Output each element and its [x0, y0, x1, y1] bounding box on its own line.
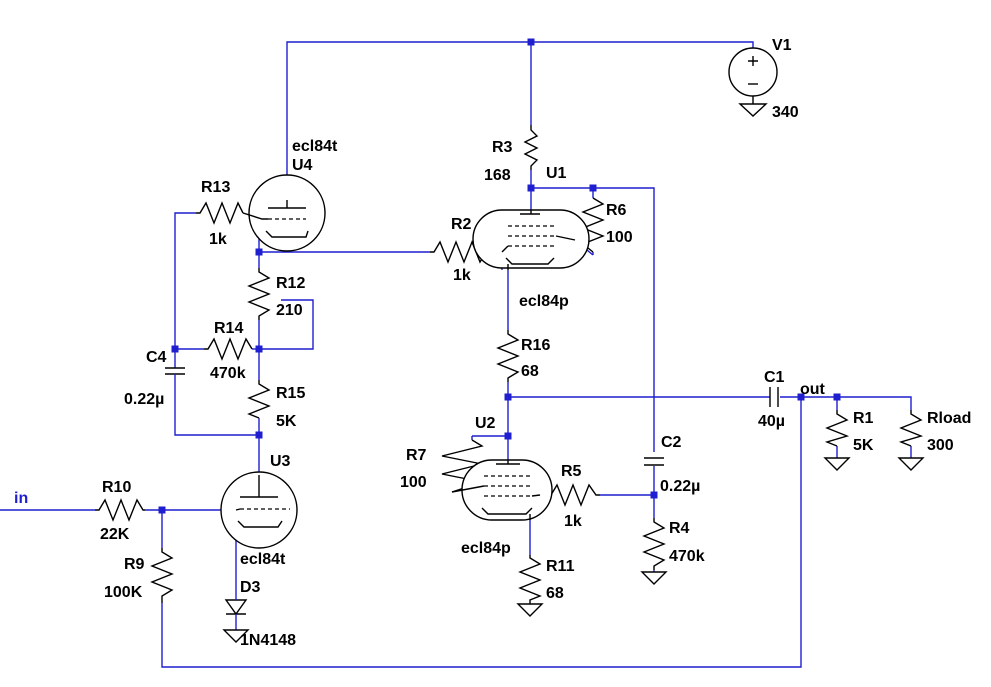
r14-ref: R14	[214, 320, 243, 337]
u3-model: ecl84t	[240, 551, 286, 568]
resistor-r4	[642, 518, 666, 570]
v1-label: V1	[772, 37, 792, 54]
r4-value: 470k	[669, 548, 705, 565]
c1-ref: C1	[764, 369, 785, 386]
c2-ref: C2	[661, 434, 682, 451]
ground-d3	[222, 629, 250, 643]
r9-ref: R9	[124, 556, 145, 573]
tube-u2	[451, 459, 553, 521]
d3-ref: D3	[240, 579, 261, 596]
d3-model: 1N4148	[240, 632, 296, 649]
resistor-r13	[196, 201, 244, 225]
resistor-r9	[150, 548, 174, 603]
component-labels: ecl84t U4 U1 ecl84p U2 ecl84p U3 ecl84t …	[100, 138, 971, 649]
r3-ref: R3	[492, 139, 513, 156]
junction-dots	[158, 38, 841, 514]
r13-value: 1k	[209, 231, 227, 248]
tube-u1	[472, 209, 590, 270]
voltage-source-v1: V1 340	[728, 37, 799, 121]
capacitor-c1	[769, 387, 779, 407]
r1-ref: R1	[853, 410, 874, 427]
r6-ref: R6	[606, 202, 627, 219]
r9-value: 100K	[104, 584, 143, 601]
r11-ref: R11	[546, 558, 575, 575]
r15-ref: R15	[276, 385, 305, 402]
resistor-r12	[247, 268, 271, 320]
r2-value: 1k	[453, 267, 471, 284]
r2-ref: R2	[451, 216, 472, 233]
rload-ref: Rload	[927, 410, 971, 427]
r6-value: 100	[606, 229, 633, 246]
c4-ref: C4	[146, 349, 167, 366]
r14-value: 470k	[210, 365, 246, 382]
r5-value: 1k	[564, 513, 582, 530]
r5-ref: R5	[561, 463, 582, 480]
c1-value: 40µ	[758, 413, 785, 430]
r12-value: 210	[276, 302, 303, 319]
resistor-r5	[547, 483, 600, 507]
r3-value: 168	[484, 167, 511, 184]
capacitor-c4	[165, 367, 185, 383]
ground-rload	[897, 457, 925, 471]
r10-ref: R10	[102, 479, 131, 496]
net-labels: in out	[14, 381, 826, 507]
net-label-out: out	[800, 381, 826, 398]
v1-value: 340	[772, 104, 799, 121]
r7-ref: R7	[406, 447, 427, 464]
c4-value: 0.22µ	[124, 391, 164, 408]
r13-ref: R13	[201, 179, 230, 196]
ground-symbols	[222, 457, 925, 643]
resistor-r14	[204, 337, 253, 361]
wires	[0, 41, 912, 668]
resistor-r1	[824, 410, 850, 447]
r7-value: 100	[400, 474, 427, 491]
u1-model: ecl84p	[519, 293, 569, 310]
resistor-r15	[247, 380, 271, 419]
u2-model: ecl84p	[461, 540, 511, 557]
r16-ref: R16	[521, 337, 550, 354]
u3-ref: U3	[270, 453, 291, 470]
resistor-rload	[898, 410, 924, 447]
capacitor-c2	[644, 457, 664, 466]
resistor-r10	[95, 498, 145, 522]
tube-u3	[220, 471, 298, 549]
c2-value: 0.22µ	[660, 478, 700, 495]
capacitors	[165, 367, 779, 466]
u4-model: ecl84t	[292, 138, 338, 155]
r11-value: 68	[546, 585, 564, 602]
resistor-r3	[523, 125, 539, 170]
u1-ref: U1	[546, 165, 567, 182]
r16-value: 68	[521, 363, 539, 380]
tube-u4	[242, 174, 326, 252]
diode-d3	[224, 580, 248, 630]
u2-ref: U2	[475, 415, 496, 432]
net-label-in: in	[14, 490, 28, 507]
ground-r1	[823, 457, 851, 471]
resistor-r16	[496, 330, 520, 382]
r15-value: 5K	[276, 413, 297, 430]
ground-r4	[640, 571, 668, 585]
r1-value: 5K	[853, 437, 874, 454]
r10-value: 22K	[100, 526, 130, 543]
r12-ref: R12	[276, 275, 305, 292]
ground-r11	[516, 603, 544, 617]
r4-ref: R4	[669, 520, 690, 537]
resistors	[95, 125, 924, 604]
resistor-r11	[518, 555, 542, 604]
rload-value: 300	[927, 437, 954, 454]
u4-ref: U4	[292, 157, 313, 174]
